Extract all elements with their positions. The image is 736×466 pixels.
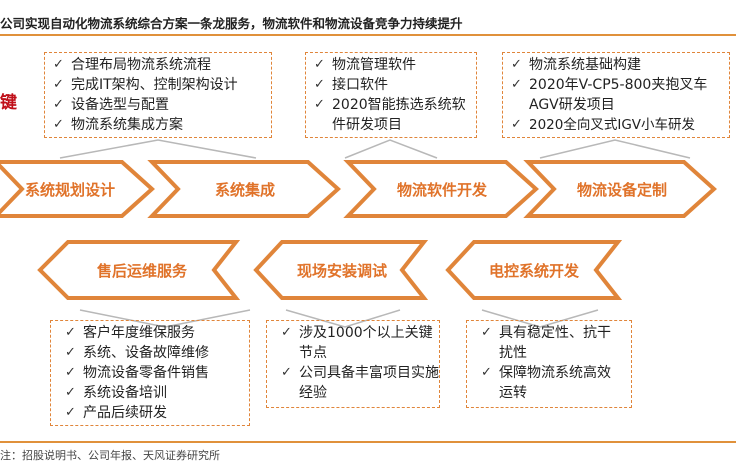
bottom-rule — [0, 441, 736, 443]
list-item: ✓设备选型与配置 — [53, 97, 169, 113]
arrow-label-electric-control: 电控系统开发 — [488, 262, 579, 280]
top-box-planning: ✓合理布局物流系统流程 ✓完成IT架构、控制架构设计 ✓设备选型与配置 ✓物流系… — [44, 52, 272, 138]
list-item: ✓具有稳定性、抗干扰性 — [481, 325, 611, 361]
list-item: ✓2020全向叉式IGV小车研发 — [511, 117, 696, 133]
list-item: ✓保障物流系统高效运转 — [481, 365, 611, 401]
arrow-label-integration: 系统集成 — [214, 181, 275, 199]
source-note: 注：招股说明书、公司年报、天风证券研究所 — [0, 449, 220, 462]
arrow-label-installation: 现场安装调试 — [296, 262, 387, 280]
bottom-box-electric-control: ✓具有稳定性、抗干扰性 ✓保障物流系统高效运转 — [466, 320, 632, 408]
check-icon: ✓ — [65, 405, 76, 420]
check-icon: ✓ — [65, 365, 76, 380]
check-icon: ✓ — [53, 57, 64, 72]
arrow-shape — [37, 240, 241, 300]
list-item: ✓合理布局物流系统流程 — [53, 57, 211, 73]
list-item: ✓完成IT架构、控制架构设计 — [53, 77, 238, 93]
check-icon: ✓ — [53, 97, 64, 112]
list-item: ✓物流系统集成方案 — [53, 117, 183, 133]
check-icon: ✓ — [53, 77, 64, 92]
top-box-software: ✓物流管理软件 ✓接口软件 ✓2020智能拣选系统软件研发项目 — [305, 52, 477, 138]
check-icon: ✓ — [281, 365, 292, 380]
arrow-shape — [445, 240, 623, 300]
check-icon: ✓ — [511, 77, 522, 92]
check-icon: ✓ — [314, 97, 325, 112]
list-item: ✓系统设备培训 — [65, 385, 167, 401]
list-item: ✓产品后续研发 — [65, 405, 167, 421]
list-item: ✓物流设备零备件销售 — [65, 365, 209, 381]
check-icon: ✓ — [65, 325, 76, 340]
arrow-shape — [343, 160, 539, 218]
arrow-label-equipment: 物流设备定制 — [576, 181, 667, 199]
arrow-label-planning: 系统规划设计 — [24, 181, 115, 199]
arrow-shape — [253, 240, 429, 300]
arrow-shape — [523, 160, 717, 218]
top-rule — [0, 34, 736, 36]
list-item: ✓物流系统基础构建 — [511, 57, 641, 73]
list-item: ✓公司具备丰富项目实施经验 — [281, 365, 439, 401]
side-label: 键 — [0, 93, 17, 113]
arrow-label-aftersales: 售后运维服务 — [96, 262, 187, 280]
check-icon: ✓ — [511, 117, 522, 132]
list-item: ✓接口软件 — [314, 77, 388, 93]
list-item: ✓系统、设备故障维修 — [65, 345, 209, 361]
check-icon: ✓ — [314, 77, 325, 92]
top-box-equipment: ✓物流系统基础构建 ✓2020年V-CP5-800夹抱叉车AGV研发项目 ✓20… — [502, 52, 730, 138]
arrow-label-software: 物流软件开发 — [396, 181, 487, 199]
bottom-box-installation: ✓涉及1000个以上关键节点 ✓公司具备丰富项目实施经验 — [266, 320, 440, 408]
bottom-box-aftersales: ✓客户年度维保服务 ✓系统、设备故障维修 ✓物流设备零备件销售 ✓系统设备培训 … — [50, 320, 250, 426]
page-title: 公司实现自动化物流系统综合方案一条龙服务，物流软件和物流设备竞争力持续提升 — [0, 16, 463, 31]
check-icon: ✓ — [511, 57, 522, 72]
list-item: ✓物流管理软件 — [314, 57, 416, 73]
check-icon: ✓ — [481, 325, 492, 340]
check-icon: ✓ — [481, 365, 492, 380]
arrow-shape — [0, 160, 155, 218]
check-icon: ✓ — [65, 385, 76, 400]
list-item: ✓2020年V-CP5-800夹抱叉车AGV研发项目 — [511, 77, 708, 113]
check-icon: ✓ — [65, 345, 76, 360]
list-item: ✓涉及1000个以上关键节点 — [281, 325, 433, 361]
list-item: ✓客户年度维保服务 — [65, 325, 195, 341]
list-item: ✓2020智能拣选系统软件研发项目 — [314, 97, 466, 133]
check-icon: ✓ — [314, 57, 325, 72]
arrow-shape — [147, 160, 341, 218]
check-icon: ✓ — [53, 117, 64, 132]
check-icon: ✓ — [281, 325, 292, 340]
